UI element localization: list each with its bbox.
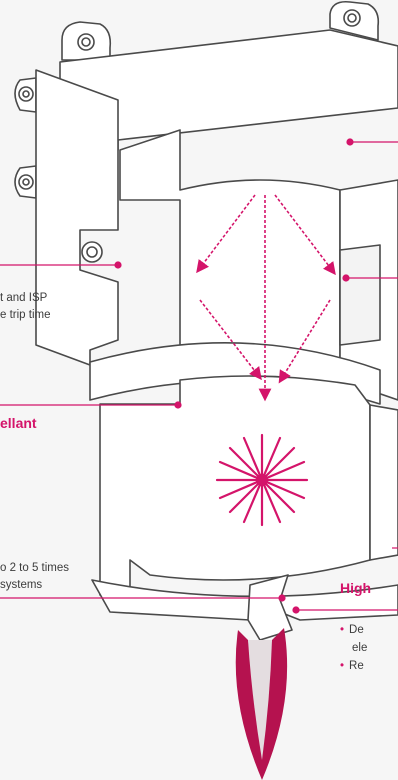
left-label-isp: t and ISP [0, 290, 47, 307]
heading-propellant: ellant [0, 415, 37, 431]
mounting-tab-left [62, 22, 110, 60]
right-bullet-1-text: De [349, 624, 364, 636]
right-bullet-1-cont: ele [352, 640, 367, 657]
left-label-systems: systems [0, 577, 42, 594]
right-bullet-1: De [340, 622, 364, 639]
left-label-trip: e trip time [0, 307, 51, 324]
rocket-exhaust-plume [236, 628, 287, 780]
left-label-times: o 2 to 5 times [0, 560, 69, 577]
heading-high: High [340, 580, 371, 596]
left-lugs [15, 78, 36, 198]
right-bullet-2-text: Re [349, 660, 364, 672]
right-bullet-2: Re [340, 658, 364, 675]
lower-chamber [100, 376, 370, 595]
laser-burst [217, 435, 307, 525]
